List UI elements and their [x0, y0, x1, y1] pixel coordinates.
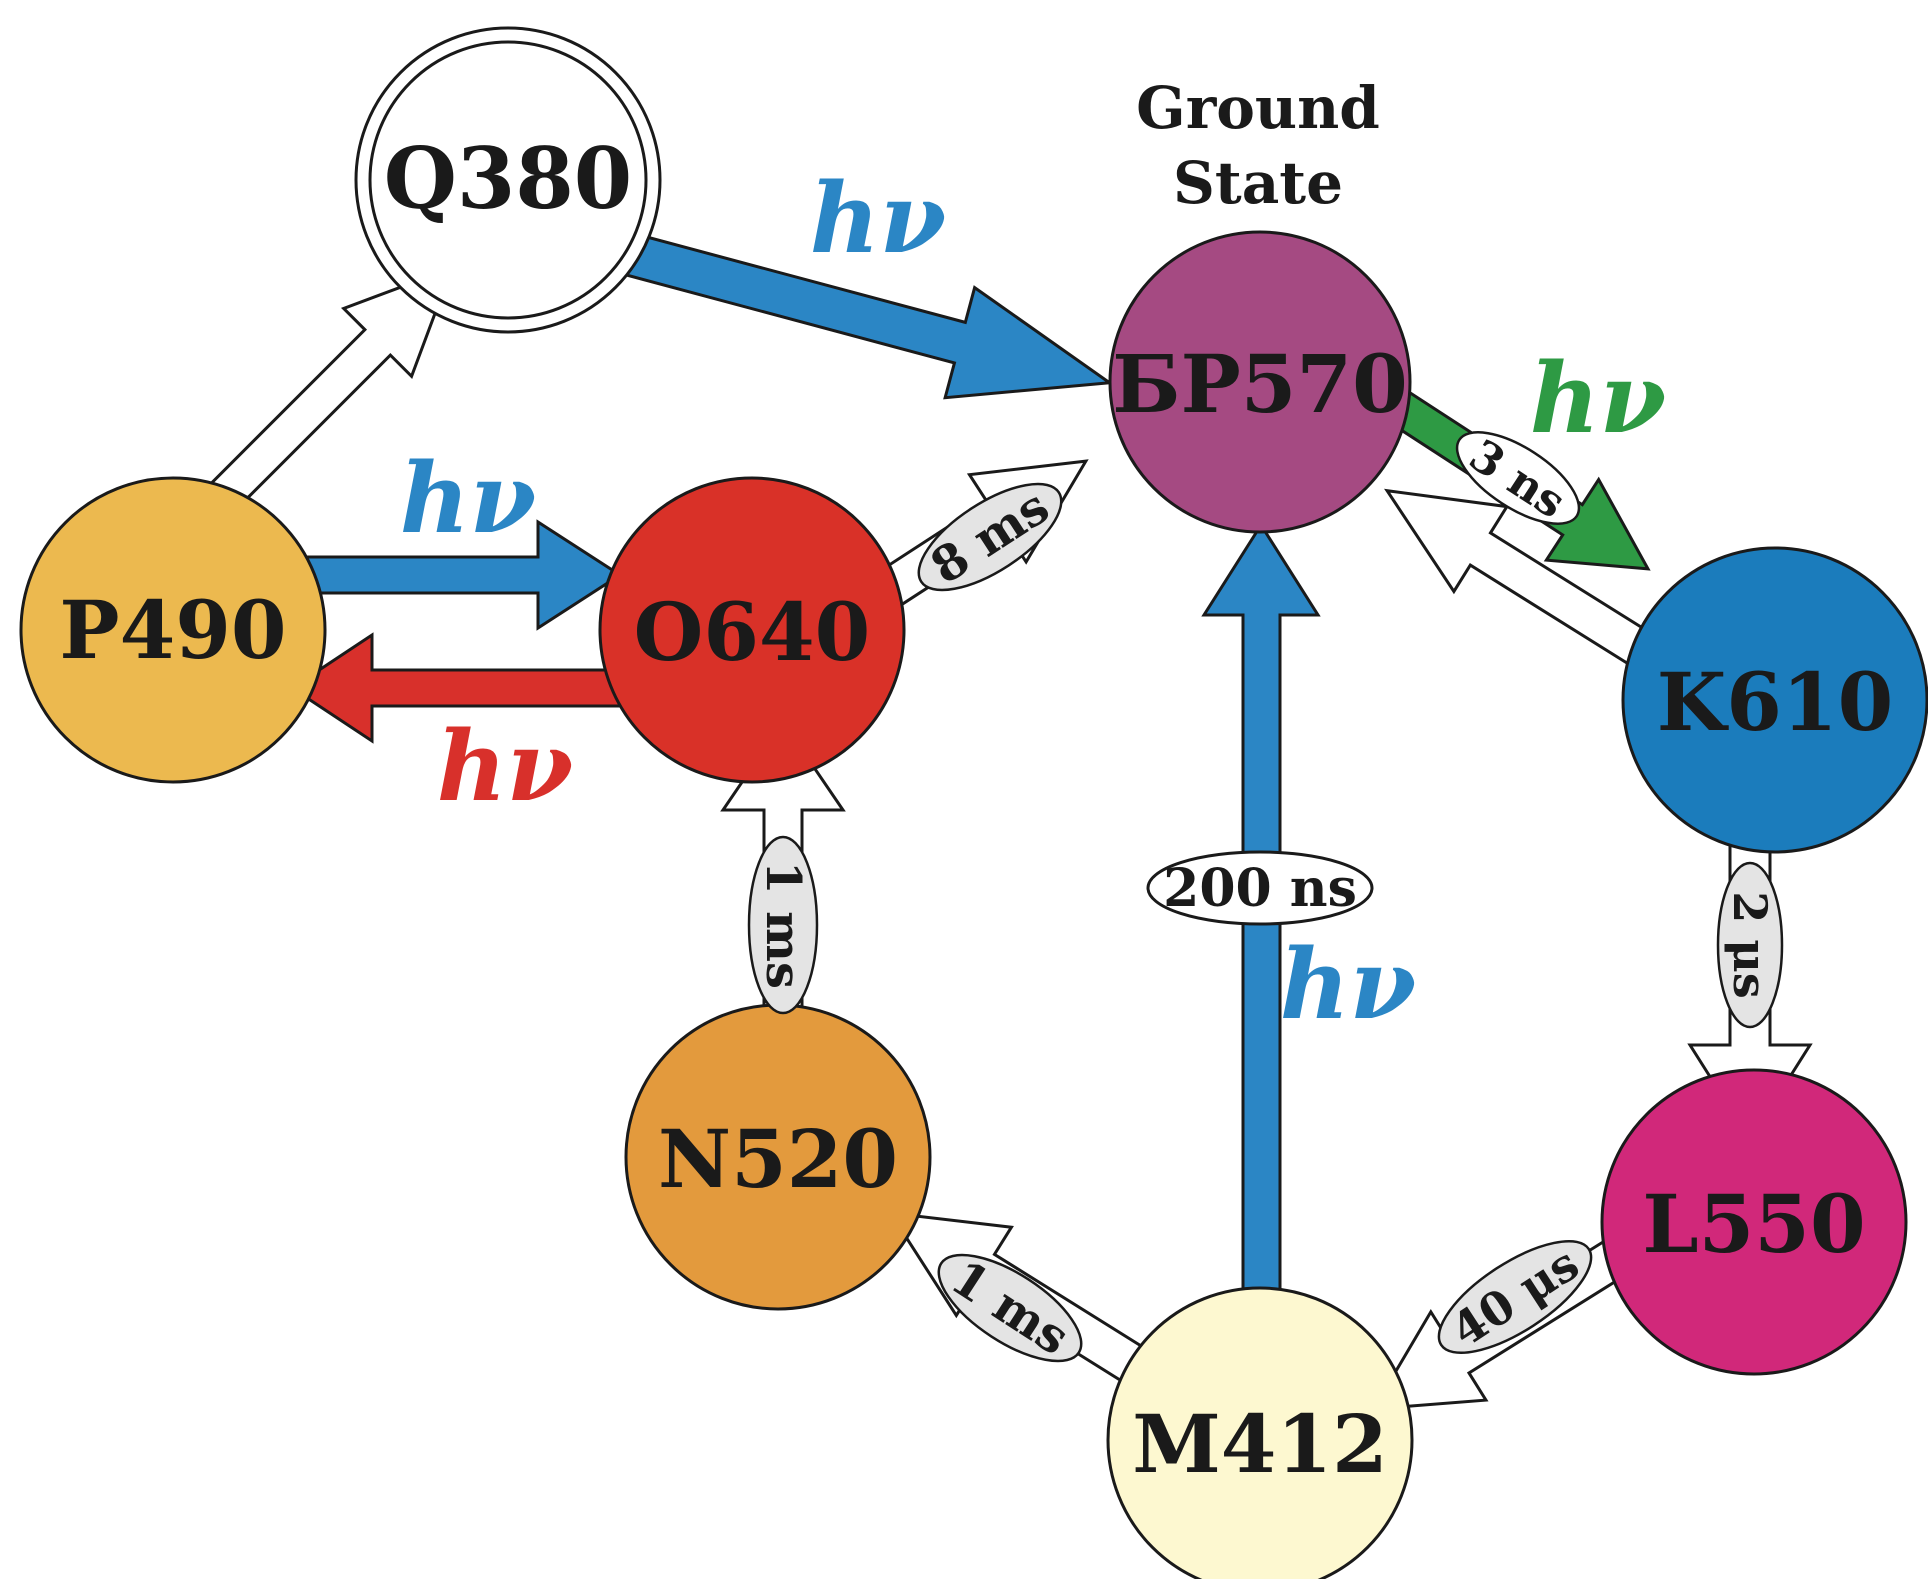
node-n520-label: N520 — [658, 1112, 898, 1206]
photon-label-p490-o640: hν — [400, 442, 536, 555]
photon-label-o640-p490: hν — [437, 710, 573, 823]
node-q380-label: Q380 — [384, 129, 633, 228]
node-q380: Q380 — [354, 26, 662, 334]
time-label-m412-br570: 200 ns — [1163, 858, 1357, 919]
photon-label-br570-k610: hν — [1530, 342, 1666, 455]
node-o640: O640 — [598, 476, 906, 784]
arrow-q380-to-br570 — [580, 220, 1114, 400]
time-pill-m412-br570: 200 ns — [1146, 850, 1374, 926]
node-br570-label: БР570 — [1112, 337, 1408, 431]
arrow-o640-to-p490 — [289, 632, 637, 744]
arrow-p490-to-o640 — [288, 519, 623, 631]
node-p490: P490 — [19, 476, 327, 784]
arrow-k610-to-br570 — [1384, 488, 1663, 674]
node-k610: K610 — [1621, 546, 1928, 854]
arrow-p490-to-q380 — [200, 265, 455, 520]
node-l550-label: L550 — [1642, 1177, 1865, 1271]
time-pill-k610-l550: 2 μs — [1716, 861, 1784, 1029]
node-m412: M412 — [1106, 1286, 1414, 1579]
photon-label-m412-br570: hν — [1280, 928, 1416, 1041]
node-n520: N520 — [624, 1003, 932, 1311]
ground-state-line1: Ground — [1136, 74, 1380, 142]
node-m412-label: M412 — [1132, 1397, 1388, 1491]
node-l550: L550 — [1600, 1068, 1908, 1376]
time-label-n520-o640: 1 ms — [755, 861, 811, 989]
ground-state-line2: State — [1173, 149, 1343, 217]
time-label-k610-l550: 2 μs — [1723, 891, 1777, 999]
time-pill-n520-o640: 1 ms — [747, 835, 819, 1015]
time-pill-l550-m412: 40 μs — [1437, 1236, 1593, 1358]
node-br570: БР570 — [1108, 230, 1412, 534]
node-o640-label: O640 — [634, 585, 871, 679]
photon-label-q380-br570: hν — [810, 162, 946, 275]
node-p490-label: P490 — [59, 583, 286, 677]
node-k610-label: K610 — [1657, 655, 1894, 749]
